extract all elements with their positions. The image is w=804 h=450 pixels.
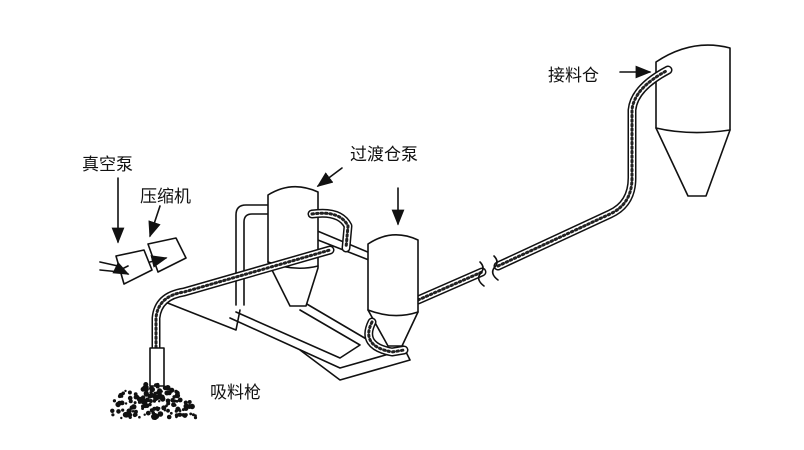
granule bbox=[116, 409, 121, 414]
granule bbox=[144, 392, 149, 396]
granule bbox=[152, 399, 156, 403]
label-receiving-silo: 接料仓 bbox=[548, 66, 599, 86]
granule bbox=[133, 392, 138, 396]
granule bbox=[148, 399, 153, 403]
granule bbox=[144, 385, 147, 389]
granule bbox=[166, 408, 170, 413]
transition-pump-right bbox=[364, 234, 419, 357]
granule bbox=[182, 413, 188, 418]
granule bbox=[165, 398, 171, 404]
granule bbox=[175, 399, 179, 403]
granule bbox=[141, 401, 145, 405]
granule bbox=[177, 412, 183, 417]
granule bbox=[140, 386, 146, 392]
granule bbox=[149, 386, 154, 391]
granule bbox=[120, 416, 123, 420]
granule bbox=[127, 390, 132, 395]
granule bbox=[193, 416, 198, 420]
granule bbox=[170, 388, 173, 392]
material-pile bbox=[110, 382, 198, 420]
granule bbox=[131, 410, 135, 413]
granule bbox=[143, 404, 148, 409]
granule bbox=[137, 400, 142, 404]
granule bbox=[125, 412, 131, 418]
granule bbox=[157, 411, 164, 417]
granule bbox=[132, 412, 137, 418]
granule bbox=[175, 415, 178, 419]
label-vacuum-pump: 真空泵 bbox=[82, 155, 133, 175]
granule bbox=[124, 389, 127, 393]
label-transition-pump: 过渡仓泵 bbox=[350, 145, 418, 165]
granule bbox=[157, 406, 161, 410]
granule bbox=[162, 385, 168, 391]
granule bbox=[169, 411, 173, 415]
receiving-silo bbox=[655, 44, 731, 197]
granule bbox=[194, 414, 197, 417]
granule bbox=[133, 401, 137, 405]
granule bbox=[133, 409, 138, 414]
granule bbox=[158, 388, 162, 392]
vacuum-pump bbox=[99, 249, 153, 284]
granule bbox=[117, 394, 122, 399]
compressor-arrow bbox=[148, 205, 161, 238]
granule bbox=[172, 395, 176, 399]
label-suction-gun: 吸料枪 bbox=[210, 383, 261, 403]
granule bbox=[152, 406, 157, 411]
granule bbox=[151, 414, 156, 419]
granule bbox=[126, 408, 132, 414]
granule bbox=[191, 413, 195, 417]
granule bbox=[177, 397, 183, 403]
granule bbox=[124, 402, 128, 405]
granule bbox=[175, 390, 180, 396]
granule bbox=[189, 412, 193, 416]
compressor bbox=[147, 237, 187, 273]
granule bbox=[113, 399, 116, 403]
granule bbox=[149, 392, 155, 398]
granule bbox=[145, 410, 151, 416]
granule bbox=[187, 404, 193, 409]
granule bbox=[175, 406, 181, 412]
granule bbox=[138, 415, 141, 419]
granule bbox=[159, 394, 165, 400]
granule bbox=[121, 408, 125, 412]
granule bbox=[127, 395, 133, 401]
granule bbox=[110, 409, 114, 412]
granule bbox=[143, 382, 149, 387]
granule bbox=[128, 400, 132, 403]
granule bbox=[131, 404, 137, 410]
granule bbox=[141, 407, 145, 410]
conveying-pipe bbox=[413, 65, 673, 305]
granule bbox=[183, 400, 188, 405]
granule bbox=[161, 405, 167, 411]
label-compressor: 压缩机 bbox=[140, 187, 191, 207]
granule bbox=[164, 390, 170, 396]
granule bbox=[173, 403, 177, 407]
granule bbox=[154, 383, 158, 387]
pump-left-arrow bbox=[316, 167, 343, 187]
granule bbox=[187, 400, 192, 404]
granule bbox=[158, 400, 161, 403]
granule bbox=[143, 413, 146, 416]
granule bbox=[183, 406, 189, 411]
transition-pump-left bbox=[267, 185, 353, 307]
granule bbox=[116, 401, 122, 406]
granule bbox=[147, 394, 151, 397]
granule bbox=[166, 414, 172, 420]
granule bbox=[121, 402, 125, 405]
suction-pipe bbox=[149, 245, 335, 387]
granule bbox=[139, 397, 143, 400]
granule bbox=[133, 395, 138, 400]
granule bbox=[153, 391, 157, 395]
granule bbox=[145, 397, 150, 403]
granule bbox=[111, 413, 115, 417]
